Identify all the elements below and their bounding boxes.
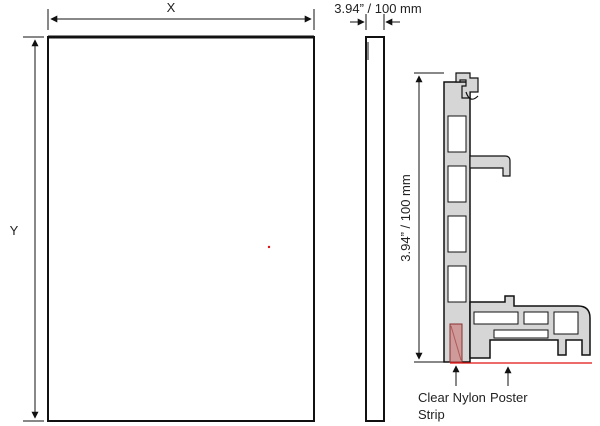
side-view bbox=[365, 36, 385, 422]
poster-callout: Poster bbox=[490, 366, 528, 405]
nylon-strip-label-line1: Clear Nylon bbox=[418, 390, 486, 405]
height-dimension: Y bbox=[10, 36, 44, 422]
front-panel bbox=[47, 36, 315, 422]
depth-dimension: 3.94” / 100 mm bbox=[334, 1, 422, 30]
nylon-strip-callout: Clear Nylon Strip bbox=[418, 365, 486, 422]
red-dot bbox=[267, 245, 271, 249]
width-dimension-label: X bbox=[167, 0, 176, 15]
poster-label: Poster bbox=[490, 390, 528, 405]
nylon-strip-label-line2: Strip bbox=[418, 407, 445, 422]
depth-dimension-label: 3.94” / 100 mm bbox=[334, 1, 421, 16]
profile-cross-section bbox=[443, 72, 592, 364]
profile-height-label: 3.94” / 100 mm bbox=[398, 174, 413, 261]
front-view bbox=[47, 35, 315, 422]
height-dimension-label: Y bbox=[10, 223, 19, 238]
width-dimension: X bbox=[47, 0, 315, 30]
profile-height-dimension: 3.94” / 100 mm bbox=[398, 72, 444, 363]
side-panel bbox=[365, 36, 385, 422]
profile-middle-flange bbox=[469, 155, 511, 177]
